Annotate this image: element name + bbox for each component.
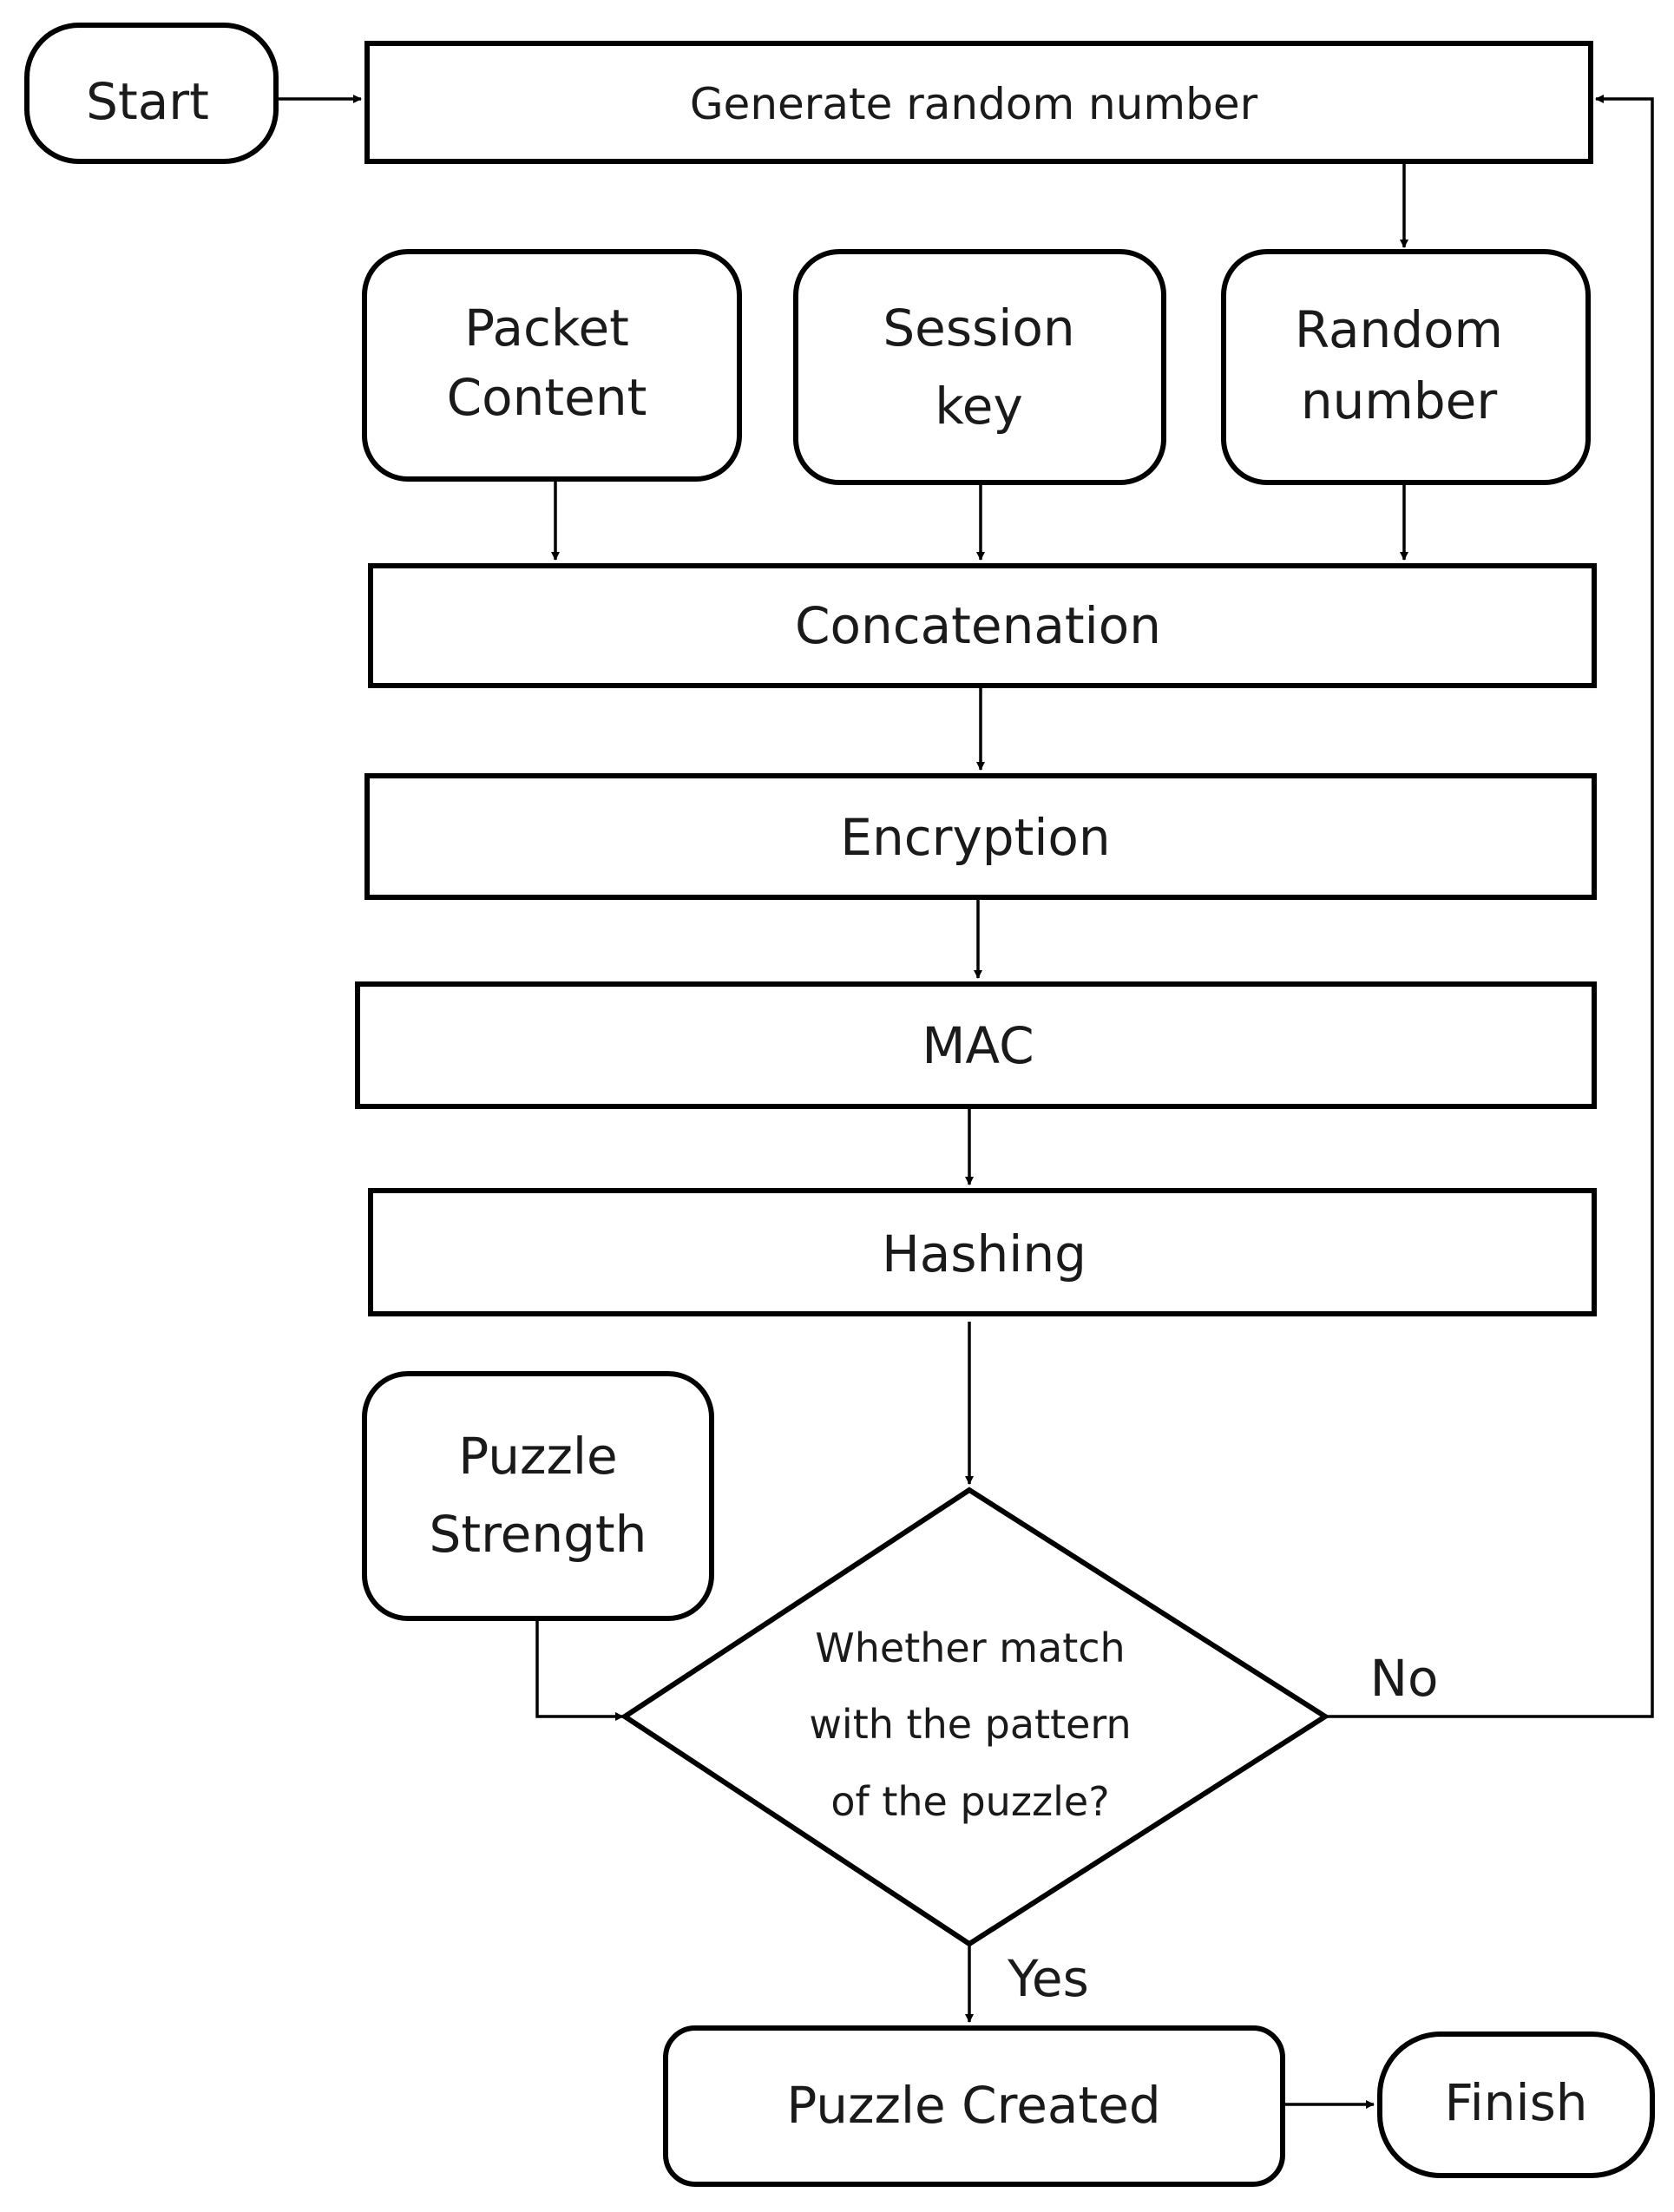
puzzle-strength-label-line1: Puzzle (458, 1427, 617, 1486)
random-number-node: Random number (1221, 249, 1591, 485)
generate-random-number-node: Generate random number (364, 41, 1593, 164)
connectors (276, 95, 1654, 2109)
decision-label-line3: of the puzzle? (830, 1778, 1109, 1825)
session-key-node: Session key (793, 249, 1166, 485)
puzzle-created-node: Puzzle Created (663, 2025, 1285, 2187)
random-number-label-line1: Random (1295, 300, 1503, 359)
yes-branch-label: Yes (1007, 1949, 1089, 2008)
mac-label: MAC (922, 1016, 1034, 1075)
hashing-label: Hashing (882, 1224, 1086, 1283)
arrow-puzzle-strength-to-decision (535, 1618, 624, 1721)
start-node: Start (24, 23, 279, 164)
finish-node: Finish (1377, 2031, 1655, 2178)
hashing-node: Hashing (368, 1188, 1597, 1316)
start-label: Start (86, 72, 209, 131)
concatenation-label: Concatenation (795, 596, 1161, 655)
concatenation-node: Concatenation (368, 563, 1597, 688)
random-number-label-line2: number (1301, 371, 1498, 430)
encryption-node: Encryption (364, 773, 1597, 900)
arrow-decision-no-loop (1325, 95, 1654, 1718)
no-branch-label: No (1370, 1649, 1439, 1708)
decision-label-line1: Whether match (815, 1625, 1125, 1671)
packet-content-node: Packet Content (362, 249, 742, 482)
decision-label-line2: with the pattern (809, 1701, 1131, 1748)
finish-label: Finish (1444, 2073, 1587, 2132)
generate-random-number-label: Generate random number (690, 79, 1258, 129)
puzzle-strength-node: Puzzle Strength (362, 1371, 714, 1621)
encryption-label: Encryption (840, 808, 1110, 867)
session-key-label-line1: Session (883, 299, 1074, 358)
packet-content-label-line1: Packet (464, 299, 629, 358)
decision-node: Whether match with the pattern of the pu… (620, 1487, 1330, 1947)
session-key-label-line2: key (935, 377, 1023, 436)
puzzle-strength-label-line2: Strength (430, 1505, 647, 1564)
packet-content-label-line2: Content (447, 368, 647, 427)
puzzle-created-label: Puzzle Created (786, 2076, 1160, 2135)
mac-node: MAC (355, 981, 1597, 1109)
